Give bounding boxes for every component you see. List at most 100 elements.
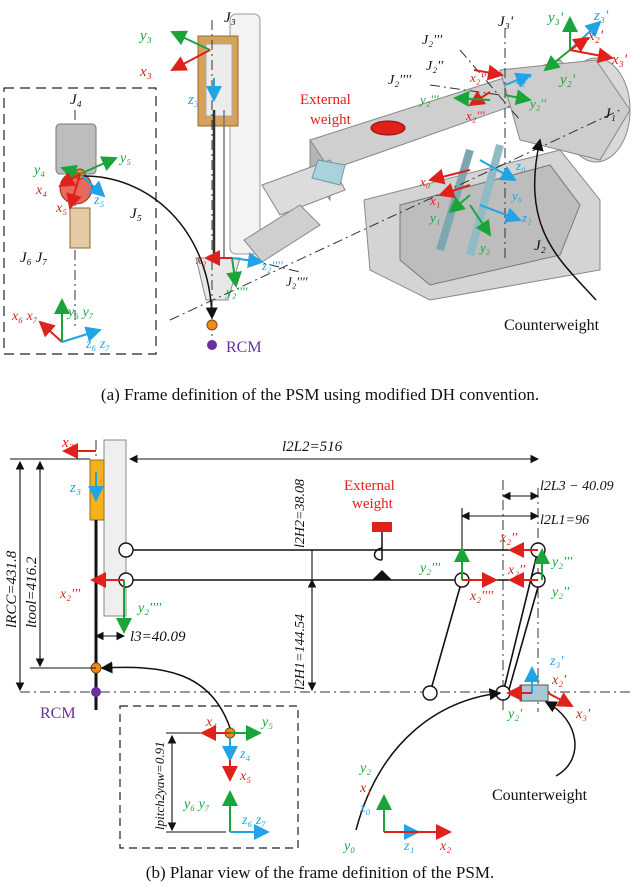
arrow-y1 — [448, 194, 471, 214]
axis-j2ppp — [429, 84, 501, 96]
top-pointers — [81, 138, 597, 320]
label-b-x2: x₂ — [439, 839, 451, 854]
label-x2p: x₂' — [587, 28, 604, 44]
caption-b: (b) Planar view of the frame definition … — [146, 863, 494, 882]
arrow-y2pp — [504, 89, 532, 106]
label-j2pp: J₂'' — [426, 59, 444, 74]
label-l2h2: l2H2=38.08 — [293, 479, 308, 548]
label-z0: z₀ — [515, 158, 526, 173]
label-z6z7: z₆ z₇ — [85, 337, 110, 352]
label-b-z0: z₀ — [359, 801, 370, 816]
arrow-y2ppp — [453, 90, 491, 107]
label-y5: y₅ — [118, 151, 131, 166]
label-x6x7: x₆ x₇ — [11, 309, 38, 324]
arrow-y3 — [170, 30, 211, 51]
label-j2ppp: J₂''' — [422, 33, 443, 48]
rcm-dot-plan — [91, 687, 101, 697]
arrow-z2 — [479, 204, 522, 223]
label-counterweight: Counterweight — [504, 317, 600, 334]
label-x2pppp: x₂'''' — [195, 252, 218, 267]
label-y3p: y₃' — [546, 10, 564, 26]
arrow-b-x3p — [547, 692, 574, 707]
label-b-x2ppp: x₂''' — [59, 587, 81, 602]
arrow-y2 — [469, 204, 492, 237]
label-b-y2: y₂ — [358, 761, 371, 776]
label-y6y7: y₆ y₇ — [66, 305, 94, 320]
label-x2pp: x₂'' — [469, 70, 486, 85]
tool-column — [195, 13, 261, 350]
label-z5: z₅ — [93, 193, 104, 208]
label-z2pppp: z₂'''' — [261, 258, 283, 273]
axis-j2pp — [459, 49, 521, 121]
weight-pivot — [372, 570, 392, 580]
label-z3p: z₃' — [593, 8, 609, 24]
label-x5: x₅ — [55, 201, 67, 216]
label-b-y2ppp: y₂''' — [418, 561, 441, 576]
label-x4: x₄ — [35, 183, 47, 198]
arrow-x0 — [428, 168, 471, 185]
label-b-y2pp: y₂'' — [550, 585, 570, 600]
arrow-y4 — [60, 164, 81, 181]
arrow-z5 — [79, 173, 106, 198]
label-l2l2: l2L2=516 — [282, 439, 343, 455]
front-link-line-1 — [502, 549, 539, 694]
label-y2pp: y₂'' — [528, 96, 546, 111]
arrow-x6x7 — [38, 320, 63, 343]
label-external-weight-1: External — [300, 92, 351, 108]
label-b-rcm: RCM — [40, 705, 76, 722]
label-j2: J₂ — [534, 238, 546, 254]
pointer-counterweight-plan — [544, 701, 576, 777]
arrow-x2pp — [473, 64, 504, 81]
rcm-dot — [207, 340, 217, 350]
label-b-counterweight: Counterweight — [492, 787, 588, 804]
dimensions — [10, 454, 540, 833]
pointer-wrist-tool — [100, 661, 231, 729]
arrow-z2pppp — [231, 252, 264, 269]
label-b-x4: x₄ — [205, 715, 217, 730]
cable-clip — [311, 159, 346, 186]
label-j6j7: J₆ J₇ — [20, 250, 48, 266]
label-z3: z₃ — [187, 92, 199, 108]
label-y4: y₄ — [32, 163, 45, 178]
arrow-y2p — [543, 49, 571, 72]
label-b-y6y7: y₆ y₇ — [182, 797, 210, 812]
label-j3: J₃ — [224, 10, 236, 26]
label-l2h1: l2H1=144.54 — [293, 614, 308, 690]
tool-holder-plan — [103, 439, 127, 617]
parallel-bar-2 — [466, 143, 504, 257]
tool-sterile-adapter — [205, 43, 233, 117]
label-z2pp: z₂'' — [515, 72, 531, 87]
label-ext-weight-b2: weight — [352, 496, 394, 512]
panel-a: J₃ y₃ x₃ z₃ J₃' y₃' z₃' x₂' x₃' y₂' J₂''… — [3, 8, 631, 404]
label-b-x1: x₁ — [359, 781, 371, 796]
label-j2pppp-low: J₂'''' — [286, 274, 308, 289]
label-b-x2pppp: x₂'''' — [469, 589, 494, 604]
label-b-x2p: x₂' — [551, 673, 567, 688]
arrow-x3p — [569, 47, 614, 64]
pointer-base-frame — [355, 688, 502, 831]
label-ext-weight-b1: External — [344, 478, 395, 494]
label-x0: x₀ — [419, 174, 430, 189]
label-b-y2p: y₂' — [506, 707, 523, 722]
pointer-counterweight — [531, 138, 597, 301]
wrist-link — [55, 123, 97, 175]
label-b-z6z7: z₆ z₇ — [241, 813, 266, 828]
external-weight-disc — [370, 120, 406, 136]
pointer-wrist-rcm — [81, 175, 218, 320]
label-b-y2pppp: y₂'''' — [136, 601, 162, 616]
label-z2: z₂ — [521, 210, 532, 225]
label-b-x2pp-top: x₂'' — [499, 531, 518, 546]
label-y1: y₁ — [428, 210, 440, 225]
gripper-jaws — [69, 207, 91, 249]
caption-a: (a) Frame definition of the PSM using mo… — [101, 385, 539, 404]
label-b-x3p: x₃' — [575, 707, 591, 722]
axis-j1 — [169, 109, 621, 321]
label-b-y0: y₀ — [342, 839, 355, 854]
label-y2pppp: y₂'''' — [224, 284, 248, 299]
label-b-y2ppp-right: y₂''' — [550, 555, 573, 570]
label-x1: x₁ — [429, 193, 440, 208]
label-j5: J₅ — [130, 206, 142, 222]
top-frames — [38, 16, 614, 343]
